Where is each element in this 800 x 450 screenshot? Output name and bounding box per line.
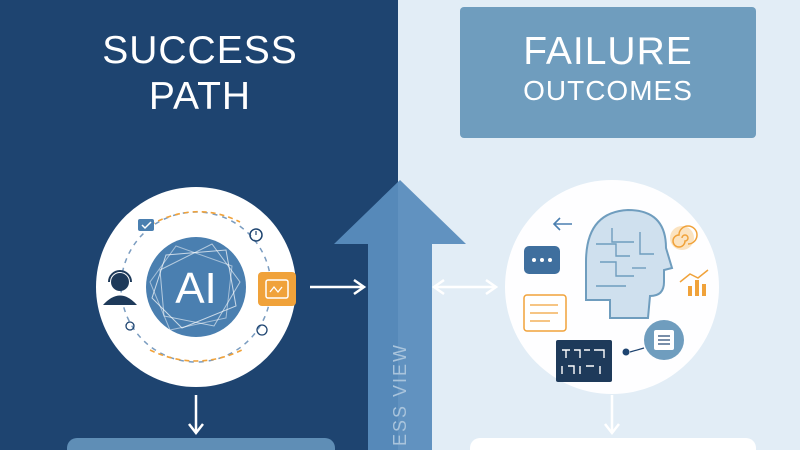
failure-bottom-card — [470, 438, 756, 450]
chat-bubble-icon — [138, 219, 154, 231]
success-title-line2: PATH — [148, 75, 252, 118]
ai-hub-label: AI — [175, 264, 217, 313]
timer-icon — [256, 324, 268, 336]
gear-chip-icon — [644, 320, 684, 360]
ai-hub-icon — [146, 237, 246, 337]
connector-dot — [622, 348, 630, 356]
success-to-center-arrow — [310, 278, 367, 296]
orbit-arrow-bottom — [149, 349, 243, 362]
clock-icon — [249, 228, 263, 242]
success-title: SUCCESS PATH — [50, 28, 350, 120]
document-icon — [523, 294, 567, 332]
success-bottom-card — [67, 438, 335, 450]
terminal-glitch-icon — [556, 340, 612, 382]
success-down-arrow — [188, 395, 204, 436]
link-icon — [125, 321, 135, 331]
connector-line — [629, 347, 645, 353]
success-title-line1: SUCCESS — [102, 29, 298, 72]
back-arrow-icon — [552, 217, 572, 231]
brain-head-icon — [585, 208, 674, 319]
bar-chart-icon — [679, 269, 709, 296]
failure-title-line1: FAILURE — [523, 30, 693, 73]
person-headset-icon — [103, 270, 137, 305]
task-card-icon — [258, 272, 296, 306]
failure-title-line2: OUTCOMES — [523, 75, 693, 106]
failure-title: FAILURE OUTCOMES — [460, 30, 756, 108]
failure-down-arrow — [604, 395, 620, 436]
chat-dots-icon — [524, 246, 560, 274]
center-to-failure-arrow — [431, 278, 499, 296]
center-up-arrow — [334, 180, 466, 450]
orbit-arrow-top — [149, 210, 241, 226]
spiral-icon — [670, 225, 698, 250]
failure-title-box — [460, 7, 756, 138]
center-arrow-label: ESS VIEW — [390, 343, 410, 446]
